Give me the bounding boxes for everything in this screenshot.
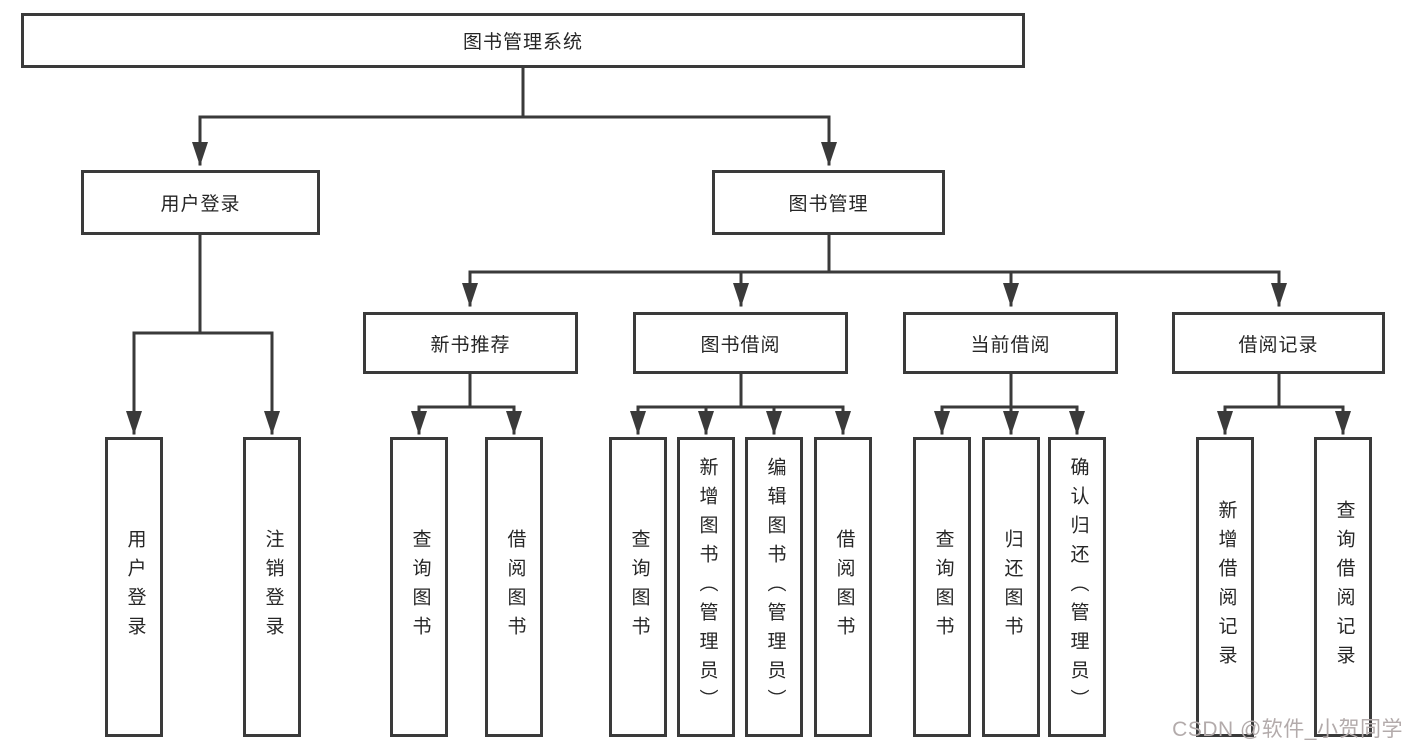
node-return-books: 归还图书 <box>982 437 1040 737</box>
node-query-books-current: 查询图书 <box>913 437 971 737</box>
node-query-books-borrow: 查询图书 <box>609 437 667 737</box>
node-label: 编辑图书（管理员） <box>764 456 786 718</box>
node-library-system: 图书管理系统 <box>21 13 1025 68</box>
csdn-watermark: CSDN @软件_小贺同学 <box>1172 718 1403 741</box>
node-borrow-records: 借阅记录 <box>1172 312 1385 374</box>
node-label: 新增图书（管理员） <box>696 456 718 718</box>
node-label: 归还图书 <box>1001 529 1023 645</box>
node-label: 确认归还（管理员） <box>1067 456 1089 718</box>
node-leaf-logout: 注销登录 <box>243 437 301 737</box>
node-label: 图书管理系统 <box>462 32 583 53</box>
node-edit-books-admin: 编辑图书（管理员） <box>745 437 803 737</box>
node-label: 图书管理 <box>788 194 869 215</box>
node-label: 借阅图书 <box>504 529 526 645</box>
node-label: 图书借阅 <box>700 334 781 356</box>
node-label: 新增借阅记录 <box>1215 500 1237 674</box>
node-user-login: 用户登录 <box>81 170 320 235</box>
node-label: 查询图书 <box>628 529 650 645</box>
node-new-book-recommend: 新书推荐 <box>363 312 578 374</box>
node-label: 查询借阅记录 <box>1333 500 1355 674</box>
node-label: 借阅图书 <box>833 529 855 645</box>
node-query-books-recommend: 查询图书 <box>390 437 448 737</box>
node-label: 用户登录 <box>124 529 146 645</box>
node-query-borrow-record: 查询借阅记录 <box>1314 437 1372 737</box>
node-label: 查询图书 <box>932 529 954 645</box>
node-leaf-user-login: 用户登录 <box>105 437 163 737</box>
node-add-borrow-record: 新增借阅记录 <box>1196 437 1254 737</box>
node-confirm-return-admin: 确认归还（管理员） <box>1048 437 1106 737</box>
node-book-borrow: 图书借阅 <box>633 312 848 374</box>
node-add-books-admin: 新增图书（管理员） <box>677 437 735 737</box>
node-label: 查询图书 <box>409 529 431 645</box>
node-label: 注销登录 <box>262 529 284 645</box>
node-borrow-books-borrow: 借阅图书 <box>814 437 872 737</box>
node-label: 用户登录 <box>160 194 241 215</box>
node-label: 新书推荐 <box>430 334 511 356</box>
node-book-management: 图书管理 <box>712 170 945 235</box>
node-label: 当前借阅 <box>970 334 1051 356</box>
node-borrow-books-recommend: 借阅图书 <box>485 437 543 737</box>
node-current-borrow: 当前借阅 <box>903 312 1118 374</box>
node-label: 借阅记录 <box>1238 334 1319 356</box>
